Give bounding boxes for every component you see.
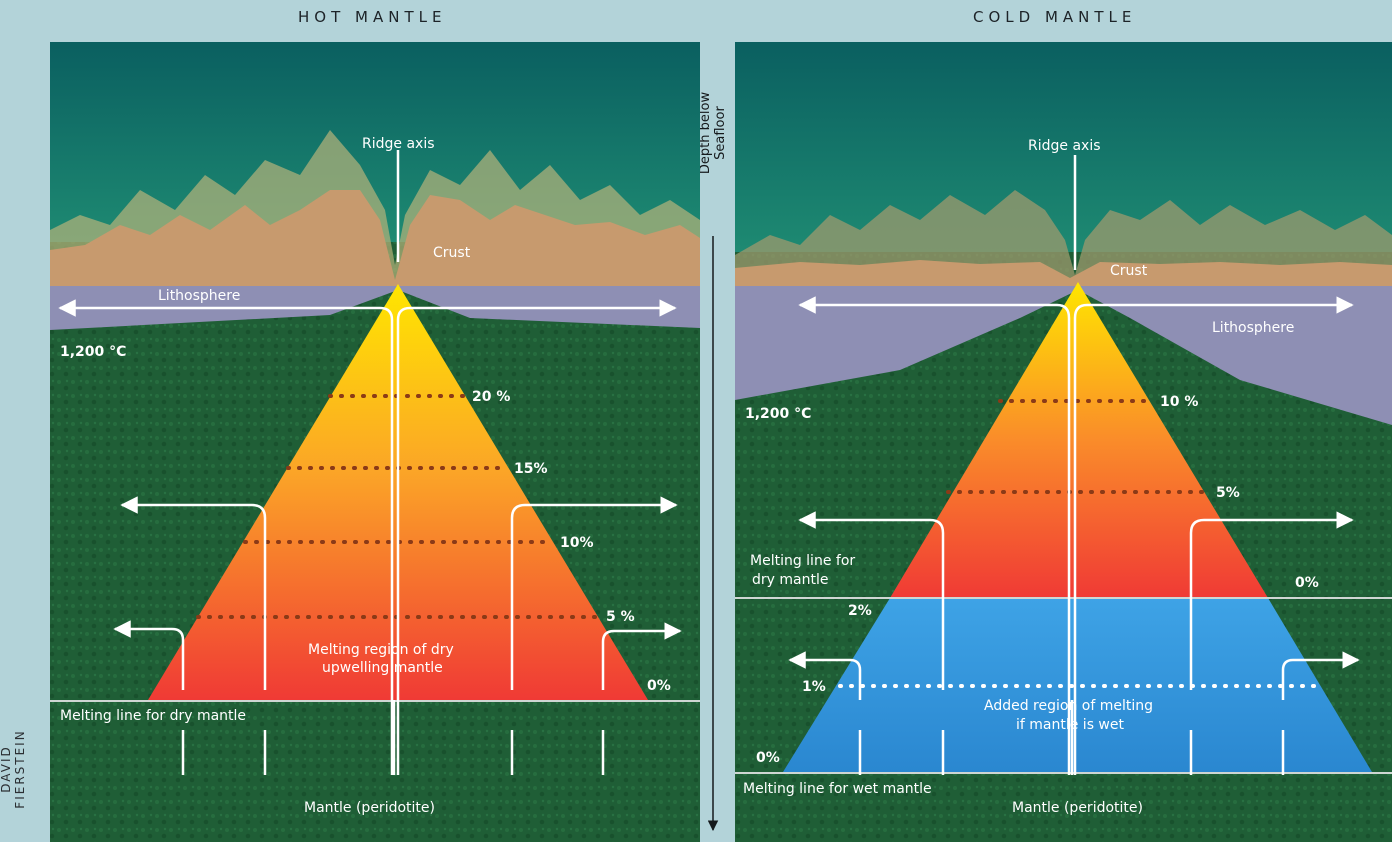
hot-melting-line-label: Melting line for dry mantle — [60, 708, 246, 724]
hot-pct-10: 10% — [560, 535, 594, 551]
hot-lithosphere-label: Lithosphere — [158, 288, 240, 304]
cold-pct-0-wet: 0% — [756, 750, 780, 766]
cold-ridge-axis-label: Ridge axis — [1028, 138, 1101, 154]
cold-added-region-line1: Added region of melting — [984, 698, 1153, 714]
cold-crust — [735, 260, 1392, 288]
hot-mantle-title: HOT MANTLE — [298, 8, 447, 26]
hot-pct-5: 5 % — [606, 609, 635, 625]
hot-melting-region-line2: upwelling mantle — [322, 660, 443, 676]
cold-melting-region — [890, 282, 1268, 598]
hot-crust-label: Crust — [433, 245, 471, 261]
cold-lithosphere-label: Lithosphere — [1212, 320, 1294, 336]
cold-wet-region — [783, 598, 1372, 772]
hot-lithosphere — [50, 286, 700, 330]
cold-temperature-label: 1,200 °C — [745, 406, 811, 422]
cold-pct-10: 10 % — [1160, 394, 1198, 410]
cold-pct-2: 2% — [848, 603, 872, 619]
cold-dry-line-label-1: Melting line for — [750, 553, 855, 569]
hot-pct-15: 15% — [514, 461, 548, 477]
cold-dry-line-label-2: dry mantle — [752, 572, 828, 588]
cold-added-region-line2: if mantle is wet — [1016, 717, 1124, 733]
cold-crust-label: Crust — [1110, 263, 1148, 279]
cold-mantle-title: COLD MANTLE — [973, 8, 1137, 26]
hot-ridge-axis-label: Ridge axis — [362, 136, 435, 152]
cold-pct-0-dry: 0% — [1295, 575, 1319, 591]
hot-mantle-label: Mantle (peridotite) — [304, 800, 435, 816]
cold-mantle-label: Mantle (peridotite) — [1012, 800, 1143, 816]
cold-pct-5: 5% — [1216, 485, 1240, 501]
cold-lithosphere — [735, 286, 1392, 425]
hot-mantle-panel: Ridge axis Crust Lithosphere 1,200 °C 20… — [50, 42, 700, 842]
cold-wet-line-label: Melting line for wet mantle — [743, 781, 932, 797]
hot-temperature-label: 1,200 °C — [60, 344, 126, 360]
hot-pct-20: 20 % — [472, 389, 510, 405]
cold-pct-1: 1% — [802, 679, 826, 695]
hot-melting-region-line1: Melting region of dry — [308, 642, 454, 658]
cold-mantle-panel: Ridge axis Crust Lithosphere 1,200 °C 10… — [735, 42, 1392, 842]
hot-crust — [50, 190, 700, 290]
hot-pct-0: 0% — [647, 678, 671, 694]
